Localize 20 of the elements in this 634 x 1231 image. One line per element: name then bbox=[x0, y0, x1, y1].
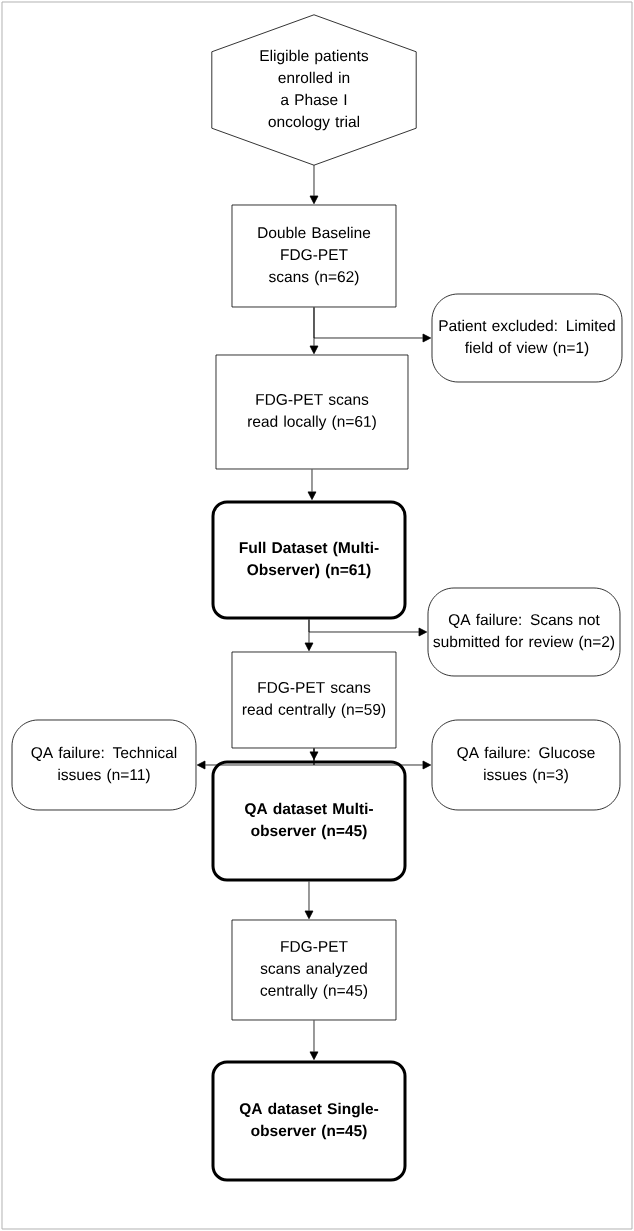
process-box: FDG-PET scans read locally (n=61) bbox=[215, 354, 409, 470]
exclusion-box: QA failure: Scans not submitted for review (n=2) bbox=[427, 587, 621, 677]
arrow bbox=[307, 469, 317, 500]
arrow bbox=[308, 619, 428, 637]
process-box: FDG-PET scans analyzed centrally (n=45) bbox=[231, 919, 397, 1021]
arrow bbox=[309, 1020, 319, 1060]
dataset-box: QA dataset Multi-observer (n=45) bbox=[211, 760, 407, 882]
arrow bbox=[313, 748, 432, 770]
exclusion-box: QA failure: Technical issues (n=11) bbox=[11, 719, 197, 811]
process-box: FDG-PET scans read centrally (n=59) bbox=[231, 651, 397, 749]
process-box: Double Baseline FDG-PET scans (n=62) bbox=[231, 204, 397, 308]
dataset-box: QA dataset Single-observer (n=45) bbox=[211, 1060, 407, 1182]
dataset-box: Full Dataset (Multi-Observer) (n=61) bbox=[211, 500, 407, 620]
arrow bbox=[309, 748, 319, 760]
exclusion-box: Patient excluded: Limited field of view (n=1) bbox=[431, 293, 623, 383]
exclusion-box: QA failure: Glucose issues (n=3) bbox=[431, 719, 621, 811]
arrow bbox=[304, 881, 314, 920]
start-hexagon: Eligible patients enrolled in a Phase I oncology trial bbox=[211, 14, 417, 166]
arrow bbox=[313, 307, 432, 343]
arrow bbox=[309, 164, 319, 205]
